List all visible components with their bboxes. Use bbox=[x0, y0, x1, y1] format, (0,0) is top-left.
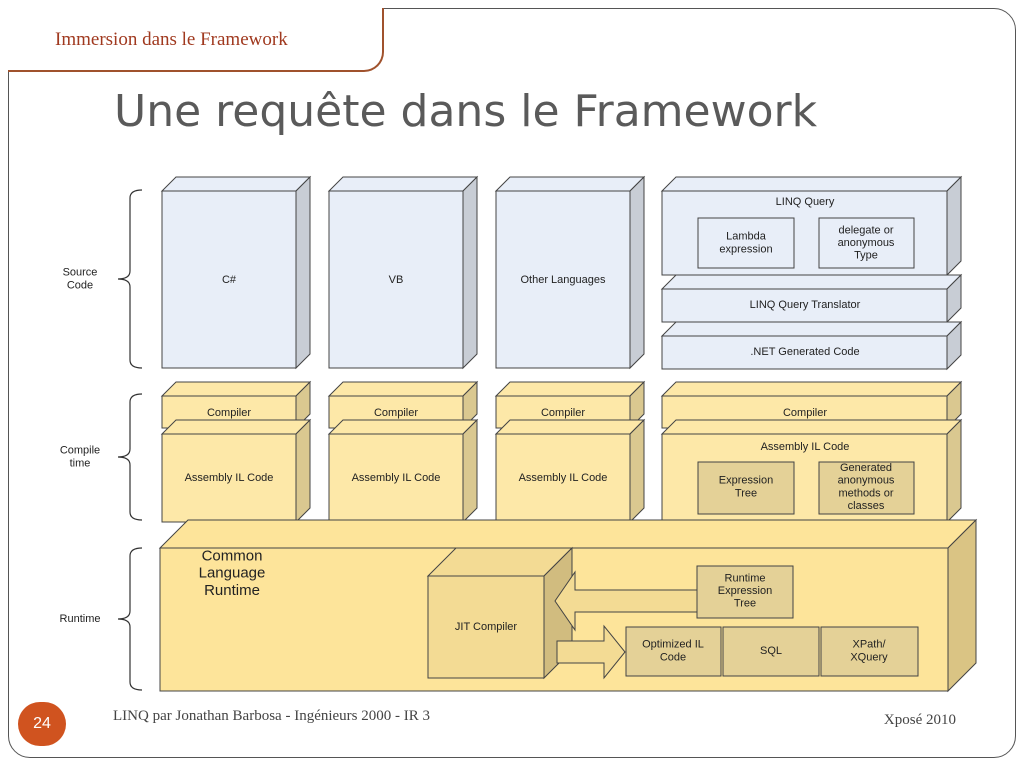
generated-methods-box bbox=[818, 461, 915, 515]
compiler-label-1: Compiler bbox=[374, 407, 418, 419]
svg-text:delegate or: delegate or bbox=[838, 224, 893, 236]
language-label-2: Other Languages bbox=[520, 274, 606, 286]
svg-text:XPath/: XPath/ bbox=[852, 639, 886, 651]
section-tab: Immersion dans le Framework bbox=[8, 8, 384, 72]
linq-query-label: LINQ Query bbox=[776, 196, 835, 208]
compiler-label-2: Compiler bbox=[541, 407, 585, 419]
svg-text:Assembly IL Code: Assembly IL Code bbox=[185, 472, 274, 484]
svg-text:Code: Code bbox=[660, 651, 686, 663]
xpath-box bbox=[820, 626, 919, 677]
svg-text:.NET Generated Code: .NET Generated Code bbox=[750, 346, 859, 358]
svg-text:Other Languages: Other Languages bbox=[520, 274, 606, 286]
net-generated-code-box bbox=[660, 320, 963, 371]
language-box-1 bbox=[327, 175, 479, 370]
brace-source-code bbox=[117, 189, 143, 369]
svg-text:Common: Common bbox=[202, 547, 263, 564]
runtime-expression-tree-box bbox=[696, 565, 794, 619]
footer-author: LINQ par Jonathan Barbosa - Ingénieurs 2… bbox=[113, 708, 430, 724]
net-generated-code-label: .NET Generated Code bbox=[750, 346, 859, 358]
svg-text:Code: Code bbox=[67, 279, 93, 291]
svg-text:Generated: Generated bbox=[840, 462, 892, 474]
svg-text:Assembly IL Code: Assembly IL Code bbox=[761, 441, 850, 453]
brace-runtime bbox=[117, 547, 143, 691]
lambda-expression-box bbox=[697, 217, 795, 269]
brace-compile-time bbox=[117, 393, 143, 521]
linq-translator-box bbox=[660, 273, 963, 324]
assembly-box-1 bbox=[327, 418, 479, 524]
optimized-il-box bbox=[625, 626, 722, 677]
assembly-box-0 bbox=[160, 418, 312, 524]
svg-text:Tree: Tree bbox=[735, 487, 757, 499]
svg-text:LINQ Query: LINQ Query bbox=[776, 196, 835, 208]
svg-text:SQL: SQL bbox=[760, 645, 782, 657]
compiler-label-0: Compiler bbox=[207, 407, 251, 419]
svg-text:LINQ Query Translator: LINQ Query Translator bbox=[750, 299, 861, 311]
svg-text:Assembly IL Code: Assembly IL Code bbox=[519, 472, 608, 484]
svg-text:Compiler: Compiler bbox=[541, 407, 585, 419]
svg-text:Compiler: Compiler bbox=[783, 407, 827, 419]
footer-event: Xposé 2010 bbox=[883, 712, 956, 728]
svg-text:expression: expression bbox=[719, 243, 772, 255]
svg-text:Compiler: Compiler bbox=[207, 407, 251, 419]
delegate-type-box bbox=[818, 217, 915, 269]
svg-text:Language: Language bbox=[199, 565, 266, 582]
linq-translator-label: LINQ Query Translator bbox=[750, 299, 861, 311]
language-label-0: C# bbox=[222, 274, 237, 286]
arrow-runtime-to-jit bbox=[554, 570, 698, 632]
svg-text:Lambda: Lambda bbox=[726, 231, 767, 243]
linq-compiler-label: Compiler bbox=[783, 407, 827, 419]
row-label-runtime: Runtime bbox=[60, 613, 101, 625]
section-label: Immersion dans le Framework bbox=[55, 29, 288, 50]
svg-text:anonymous: anonymous bbox=[838, 237, 895, 249]
svg-text:Tree: Tree bbox=[734, 598, 756, 610]
page-number-badge: 24 bbox=[18, 702, 66, 746]
svg-text:JIT Compiler: JIT Compiler bbox=[455, 621, 517, 633]
svg-text:Compiler: Compiler bbox=[374, 407, 418, 419]
svg-text:XQuery: XQuery bbox=[850, 651, 888, 663]
svg-text:Expression: Expression bbox=[718, 585, 772, 597]
xpath-label: XPath/XQuery bbox=[850, 639, 888, 664]
svg-text:VB: VB bbox=[389, 274, 404, 286]
expression-tree-box bbox=[697, 461, 795, 515]
assembly-box-2 bbox=[494, 418, 646, 524]
jit-compiler-label: JIT Compiler bbox=[455, 621, 517, 633]
svg-text:time: time bbox=[70, 457, 91, 469]
svg-text:anonymous: anonymous bbox=[838, 475, 895, 487]
svg-text:methods or: methods or bbox=[838, 487, 893, 499]
slide-frame bbox=[8, 8, 1016, 758]
svg-text:Assembly IL Code: Assembly IL Code bbox=[352, 472, 441, 484]
svg-text:Compile: Compile bbox=[60, 445, 100, 457]
assembly-label-1: Assembly IL Code bbox=[352, 472, 441, 484]
slide-title: Une requête dans le Framework bbox=[114, 86, 818, 137]
linq-assembly-label: Assembly IL Code bbox=[761, 441, 850, 453]
svg-text:Runtime: Runtime bbox=[725, 572, 766, 584]
language-box-2 bbox=[494, 175, 646, 370]
assembly-label-0: Assembly IL Code bbox=[185, 472, 274, 484]
arrow-jit-to-output bbox=[556, 624, 626, 680]
language-label-1: VB bbox=[389, 274, 404, 286]
svg-text:Source: Source bbox=[63, 267, 98, 279]
sql-label: SQL bbox=[760, 645, 782, 657]
svg-text:Runtime: Runtime bbox=[60, 613, 101, 625]
svg-text:Expression: Expression bbox=[719, 475, 773, 487]
svg-text:classes: classes bbox=[848, 500, 885, 512]
assembly-label-2: Assembly IL Code bbox=[519, 472, 608, 484]
svg-text:C#: C# bbox=[222, 274, 237, 286]
svg-text:Runtime: Runtime bbox=[204, 582, 260, 599]
svg-text:Type: Type bbox=[854, 250, 878, 262]
svg-text:Optimized IL: Optimized IL bbox=[642, 639, 704, 651]
sql-box bbox=[722, 626, 820, 677]
language-box-0 bbox=[160, 175, 312, 370]
jit-compiler-box bbox=[426, 546, 574, 680]
